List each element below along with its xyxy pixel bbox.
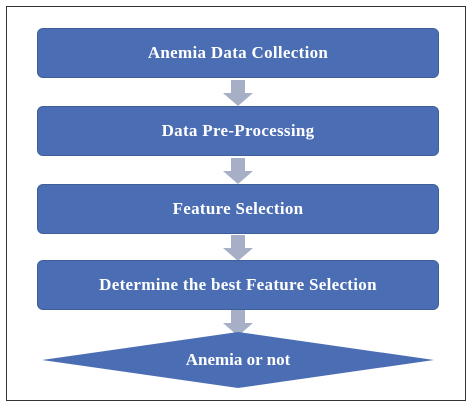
decision-diamond	[42, 332, 434, 388]
step-determine-best-feature-selection: Determine the best Feature Selection	[37, 260, 439, 310]
step-data-pre-processing: Data Pre-Processing	[37, 106, 439, 156]
arrow-down-icon	[223, 235, 253, 261]
arrow-down-icon	[223, 80, 253, 106]
arrow-down-icon	[223, 158, 253, 184]
step-anemia-data-collection: Anemia Data Collection	[37, 28, 439, 78]
decision-anemia-or-not: Anemia or not	[185, 350, 291, 369]
step-feature-selection: Feature Selection	[37, 184, 439, 234]
arrow-down-icon	[223, 310, 253, 336]
